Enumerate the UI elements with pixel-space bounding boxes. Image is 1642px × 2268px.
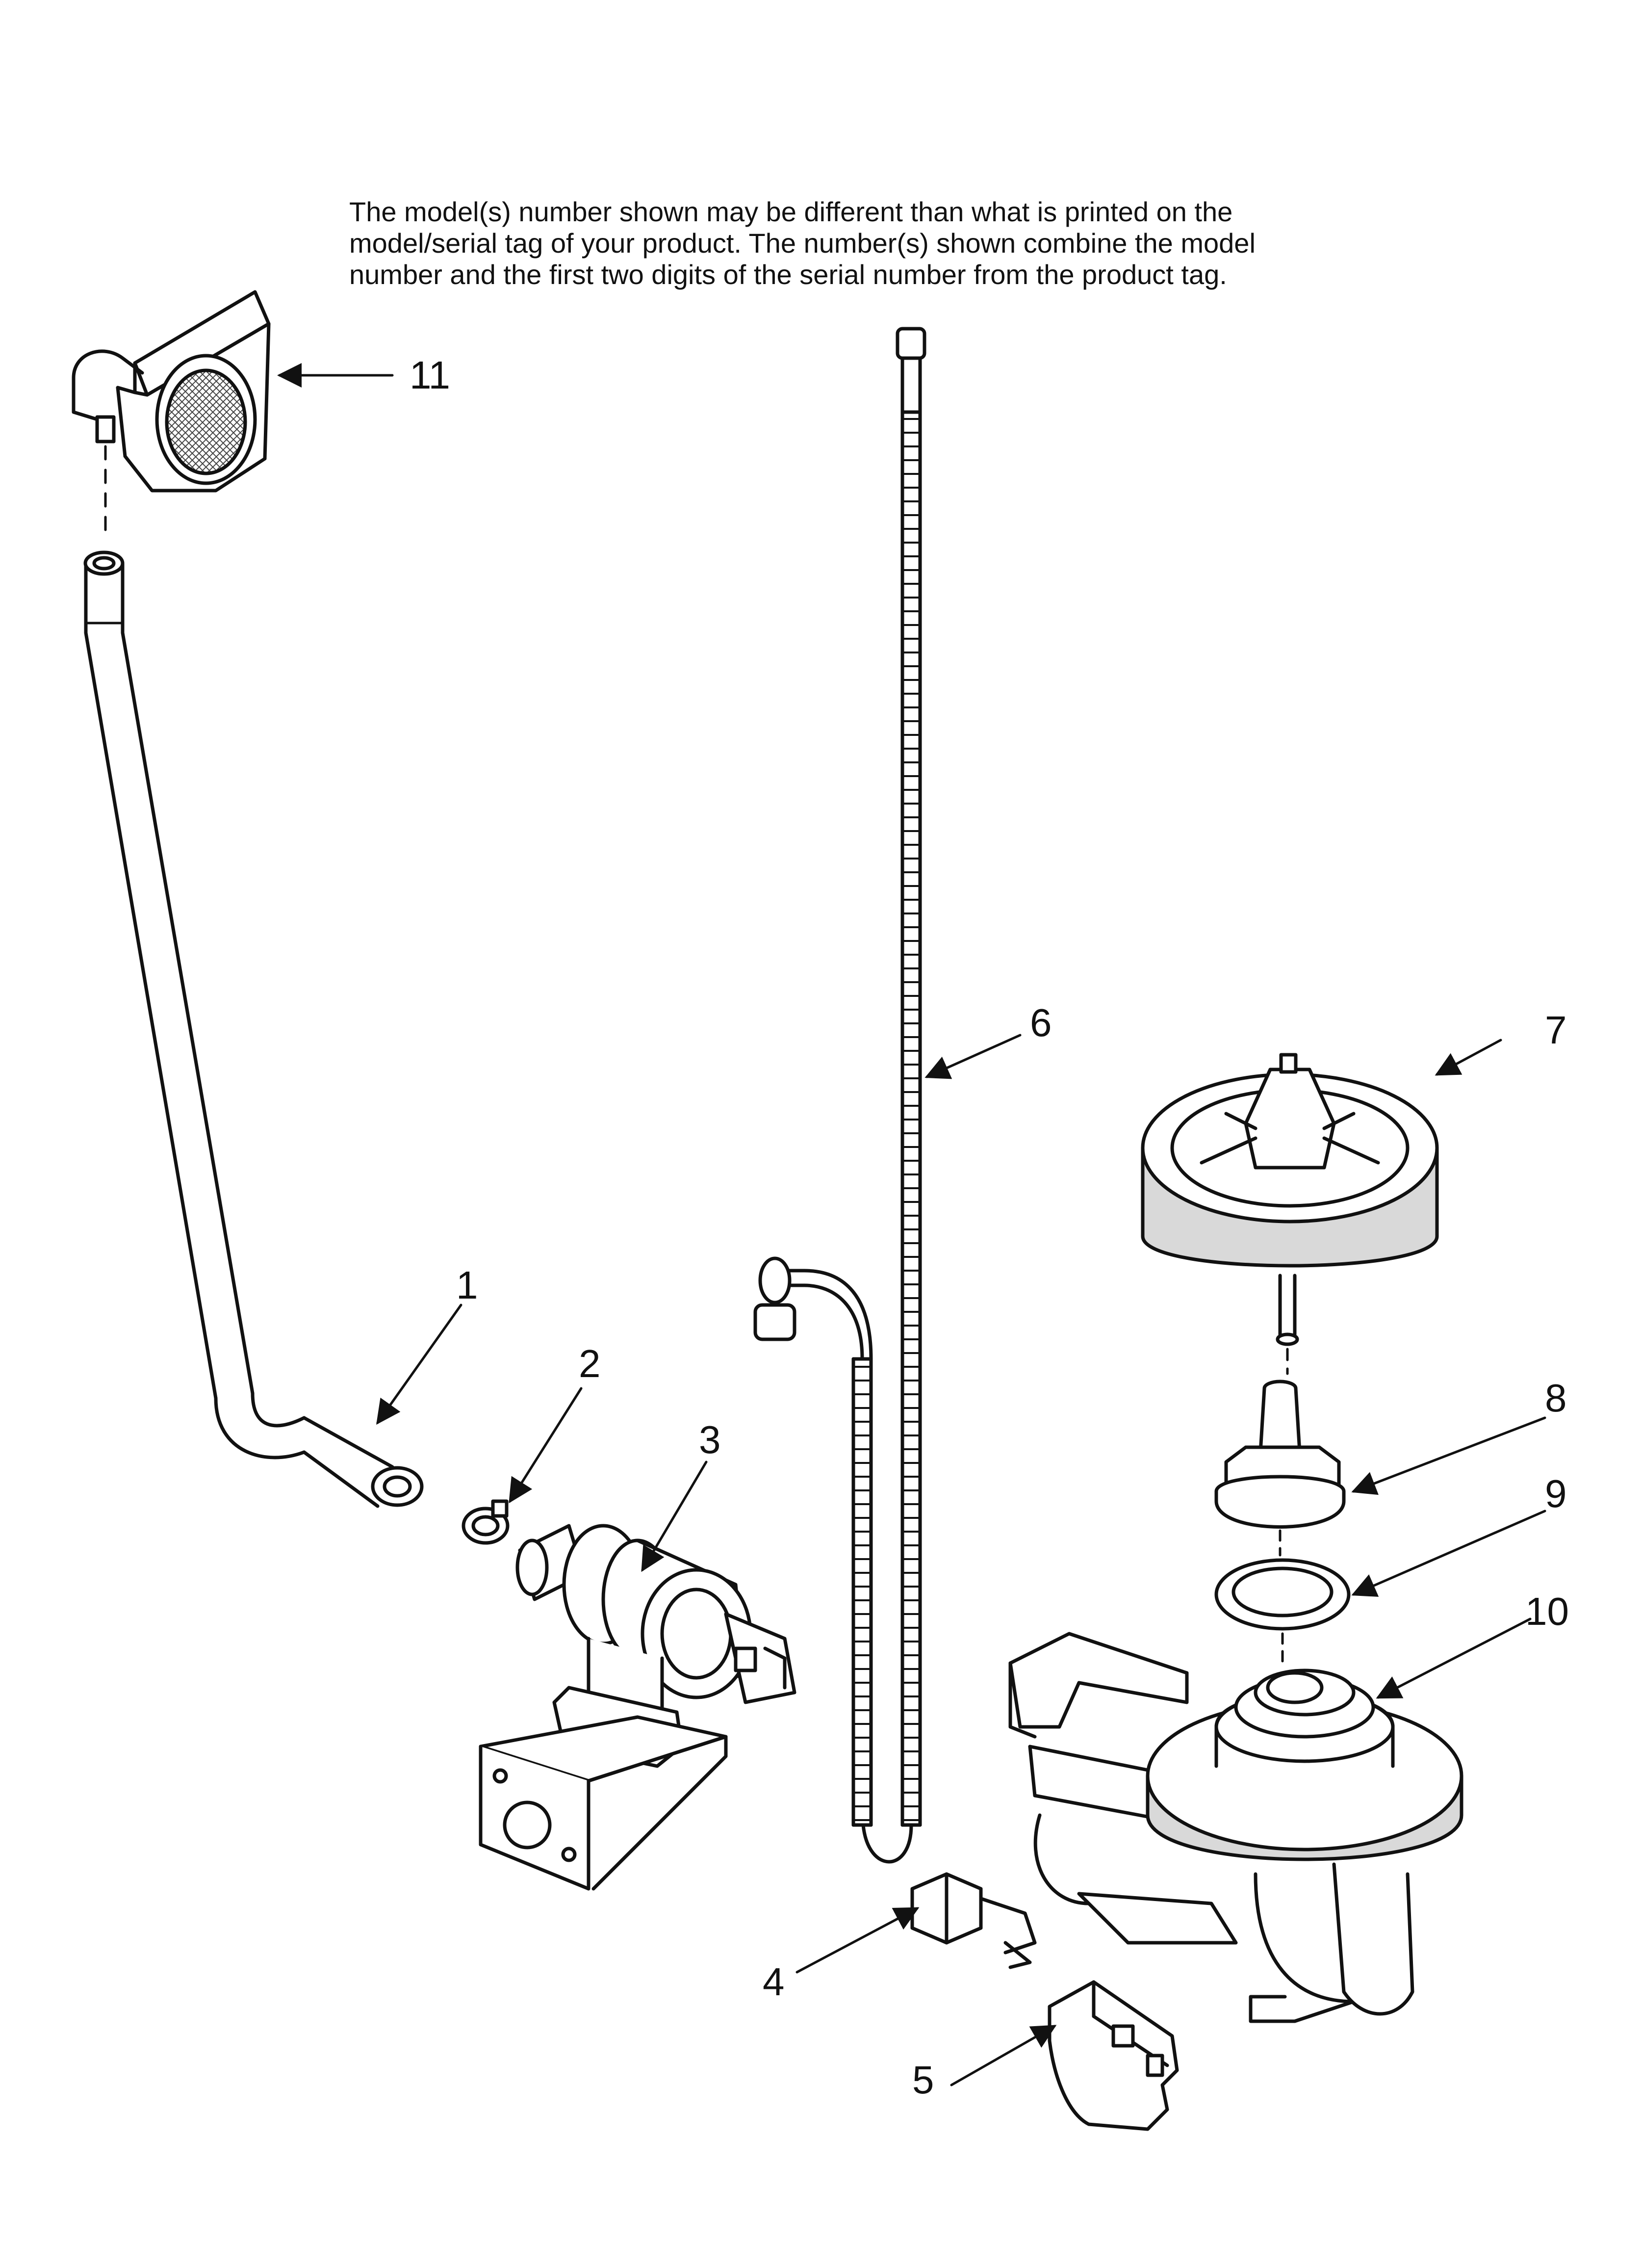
callout-11: 11 (410, 353, 451, 397)
leader-3 (641, 1460, 708, 1572)
part-5-clip (1048, 1980, 1179, 2131)
disclaimer-line-2: model/serial tag of your product. The nu… (349, 228, 1256, 259)
leader-10 (1376, 1617, 1532, 1699)
callout-6: 6 (1030, 1001, 1052, 1044)
part-1-drain-hose (83, 550, 424, 1508)
callout-10: 10 (1525, 1590, 1569, 1633)
leader-7 (1435, 1039, 1502, 1076)
leader-8 (1351, 1416, 1546, 1495)
callout-1: 1 (456, 1263, 478, 1307)
part-11-vent-assembly (72, 290, 271, 536)
callout-7: 7 (1545, 1008, 1567, 1052)
part-4-switch (910, 1872, 1037, 1969)
disclaimer-line-3: number and the first two digits of the s… (349, 259, 1227, 290)
leader-6 (924, 1034, 1022, 1079)
leader-4 (795, 1907, 920, 1974)
part-7-float (1141, 1053, 1439, 1375)
part-3-water-valve (479, 1524, 796, 1891)
leader-1 (376, 1303, 462, 1425)
part-9-gasket (1214, 1558, 1351, 1665)
part-8-float-shaft (1214, 1380, 1346, 1557)
leader-5 (950, 2025, 1057, 2086)
callout-9: 9 (1545, 1472, 1567, 1515)
disclaimer-line-1: The model(s) number shown may be differe… (349, 196, 1233, 227)
callout-leaders (277, 363, 1546, 2086)
callout-2: 2 (579, 1342, 601, 1385)
part-10-float-housing (1008, 1632, 1463, 2023)
part-6-heating-element (753, 327, 926, 1864)
callout-3: 3 (699, 1418, 721, 1461)
callout-8: 8 (1545, 1376, 1567, 1420)
leader-9 (1351, 1510, 1546, 1597)
callout-4: 4 (763, 1960, 785, 2004)
callout-5: 5 (912, 2058, 934, 2102)
leader-2 (509, 1387, 583, 1504)
part-2-hose-clamp (462, 1499, 510, 1545)
disclaimer-note: The model(s) number shown may be differe… (349, 196, 1477, 290)
